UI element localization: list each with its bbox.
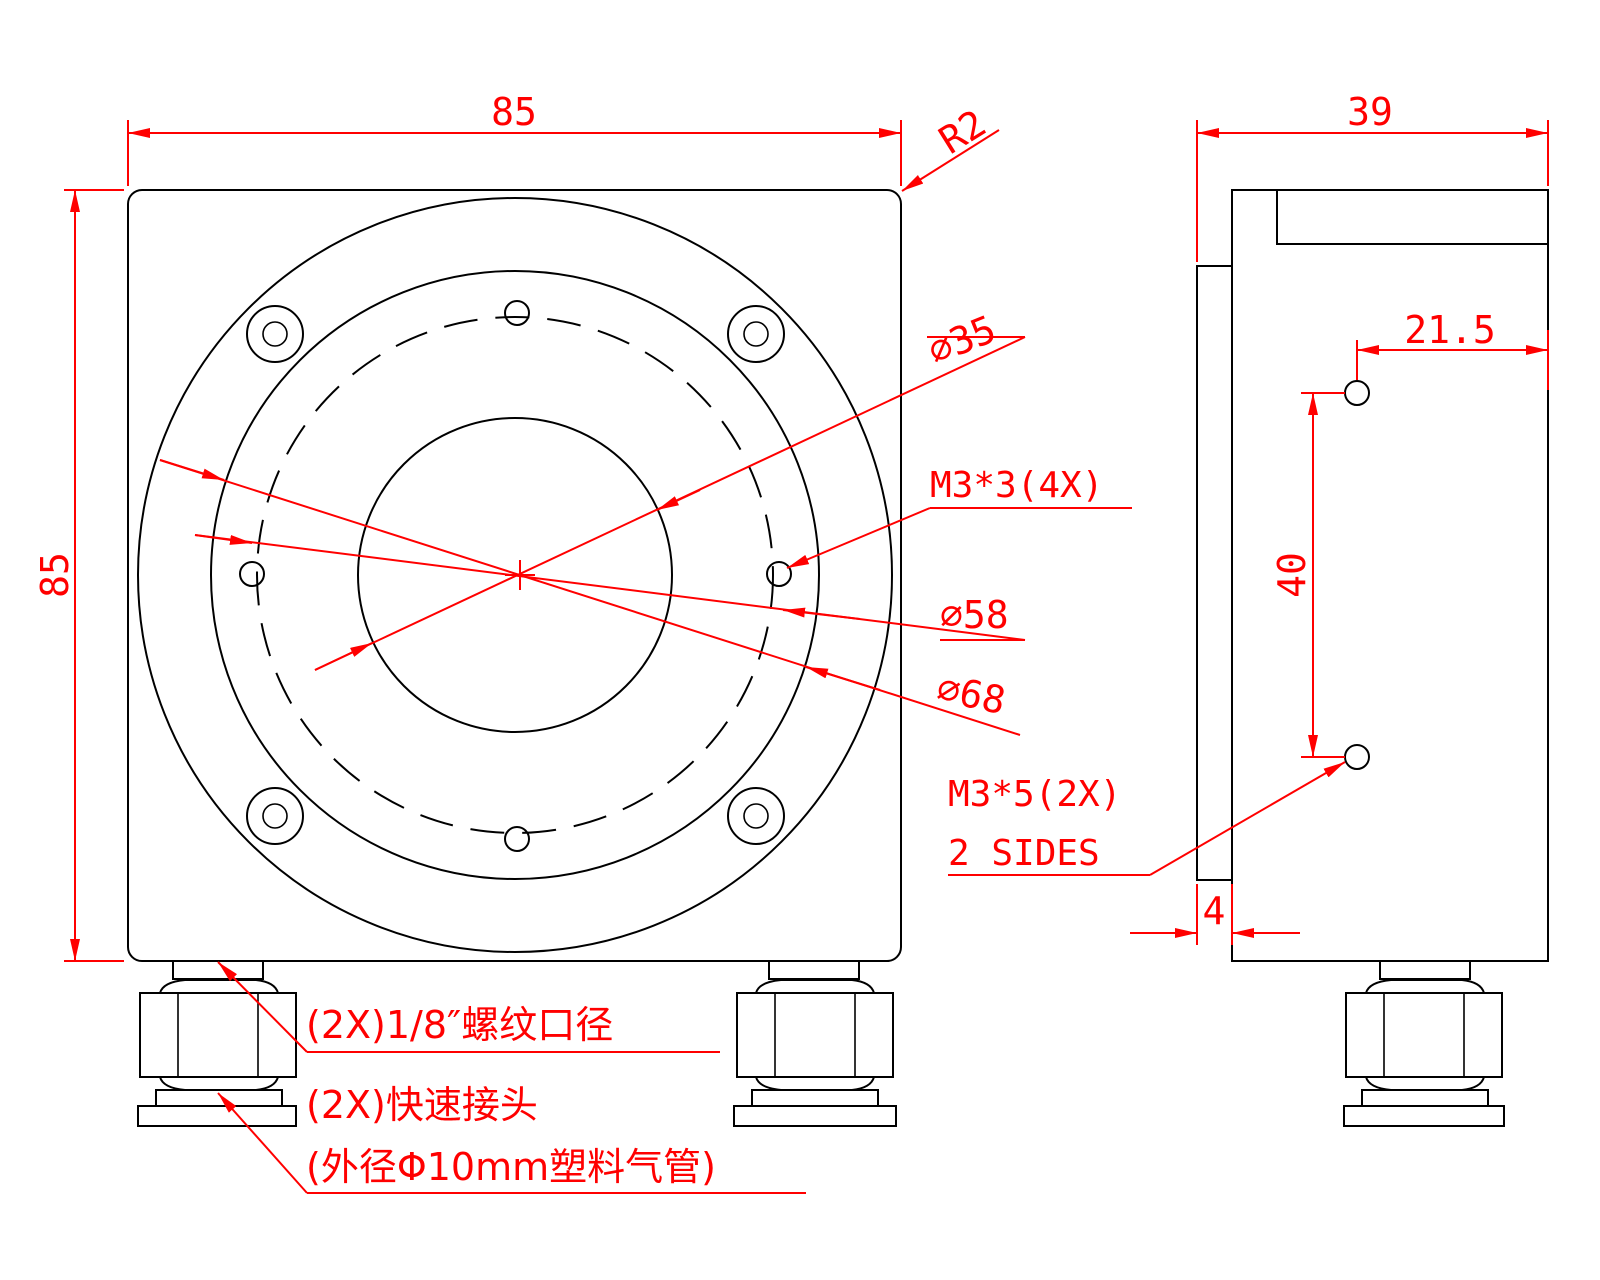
dia-58-label: ⌀58 <box>940 593 1009 637</box>
m3-hole-top <box>504 300 530 326</box>
inner-circle-35 <box>357 417 673 733</box>
counterbore-hole-top-right <box>727 305 785 363</box>
dim-dia-35: ⌀35 <box>314 307 1026 671</box>
thread-note-label: (2X)1/8″螺纹口径 <box>306 1003 613 1047</box>
counterbore-hole-top-left <box>246 305 304 363</box>
dim-flange-thickness: 4 <box>1130 884 1300 945</box>
side-flange <box>1196 265 1233 881</box>
front-body-outline <box>127 189 902 962</box>
dim-side-width: 39 <box>1196 90 1549 262</box>
side-top-step <box>1276 190 1548 245</box>
m3-hole-note-label: M3*3(4X) <box>930 465 1103 506</box>
m3-hole-bottom <box>504 826 530 852</box>
side-hole-lower <box>1344 744 1370 770</box>
dim-hole-offset: 21.5 <box>1356 308 1549 390</box>
m3-hole-left <box>239 561 265 587</box>
side-view: 39 21.5 40 4 M3*5(2X) 2 SI <box>948 90 1549 1127</box>
dim-hole-spacing: 40 <box>1270 392 1345 758</box>
m3-hole-right <box>766 561 792 587</box>
side-width-label: 39 <box>1347 90 1393 134</box>
thread-note-leader: (2X)1/8″螺纹口径 <box>217 961 720 1053</box>
dim-m3-holes-note: M3*3(4X) <box>786 465 1132 569</box>
side-hole-upper <box>1344 380 1370 406</box>
side-quick-connector <box>1343 960 1505 1127</box>
counterbore-hole-bottom-left <box>246 787 304 845</box>
counterbore-hole-bottom-right <box>727 787 785 845</box>
tube-note-label: (外径Φ10mm塑料气管) <box>306 1145 716 1189</box>
dim-front-height: 85 <box>33 189 124 962</box>
side-hole-note-label-1: M3*5(2X) <box>948 774 1121 815</box>
dim-side-holes-note: M3*5(2X) 2 SIDES <box>948 761 1346 876</box>
dashed-bolt-circle <box>256 316 774 834</box>
hole-offset-label: 21.5 <box>1404 308 1496 352</box>
side-hole-note-label-2: 2 SIDES <box>948 833 1100 874</box>
front-view: 85 85 R2 ⌀35 ⌀58 <box>33 90 1132 1194</box>
left-quick-connector <box>137 960 297 1127</box>
connector-note-label: (2X)快速接头 <box>306 1083 538 1127</box>
hole-spacing-label: 40 <box>1270 552 1314 598</box>
dim-dia-58: ⌀58 <box>194 534 1026 641</box>
front-height-label: 85 <box>33 552 77 598</box>
outer-circle-68 <box>137 197 893 953</box>
dim-corner-radius: R2 <box>901 101 1000 192</box>
front-width-label: 85 <box>491 90 537 134</box>
tube-note-leader: (外径Φ10mm塑料气管) <box>217 1092 806 1194</box>
dia-68-label: ⌀68 <box>933 666 1009 723</box>
dim-front-width: 85 <box>127 90 902 186</box>
corner-radius-label: R2 <box>931 101 993 163</box>
mid-circle-58 <box>210 270 820 880</box>
flange-thickness-label: 4 <box>1203 889 1226 933</box>
right-quick-connector <box>733 960 897 1127</box>
dia-35-label: ⌀35 <box>922 307 1002 374</box>
